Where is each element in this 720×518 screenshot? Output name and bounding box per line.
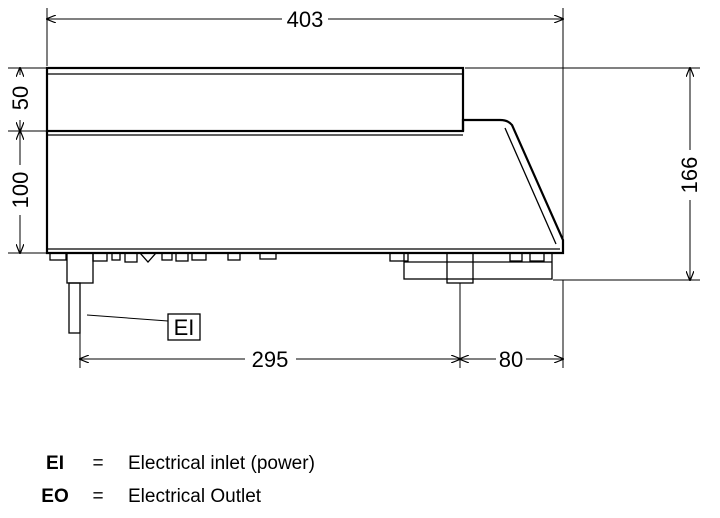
ei-callout-label: EI	[174, 315, 195, 340]
unit-body	[45, 66, 565, 255]
dimension-top-section-height: 50	[8, 68, 46, 131]
dimension-rear-offset: 80	[460, 280, 563, 372]
legend-equals: =	[92, 452, 104, 474]
dimension-inlet-distance: 295	[80, 283, 460, 372]
legend-row-electrical-outlet: EO = Electrical Outlet	[30, 480, 315, 513]
dimension-total-height-label: 166	[677, 157, 702, 194]
dimension-overall-width-label: 403	[287, 7, 324, 32]
dimension-body-height: 100	[8, 131, 46, 253]
dimension-top-section-height-label: 50	[8, 86, 33, 110]
legend-code: EO	[41, 485, 69, 507]
technical-side-view-drawing: EI 403 50 100 166 295	[8, 7, 702, 372]
legend-row-electrical-inlet: EI = Electrical inlet (power)	[30, 447, 315, 480]
legend-description: Electrical inlet (power)	[128, 452, 315, 474]
legend-description: Electrical Outlet	[128, 485, 262, 507]
electrical-inlet-cable	[66, 252, 169, 334]
ei-callout: EI	[167, 313, 201, 341]
dimension-rear-offset-label: 80	[499, 347, 523, 372]
dimension-body-height-label: 100	[8, 172, 33, 209]
underside-components	[49, 252, 553, 284]
dimension-overall-width: 403	[47, 7, 563, 240]
legend-equals: =	[92, 485, 104, 507]
dimension-total-height: 166	[465, 68, 702, 280]
dimension-inlet-distance-label: 295	[252, 347, 289, 372]
legend: EI = Electrical inlet (power) EO = Elect…	[30, 447, 315, 513]
legend-code: EI	[46, 452, 64, 474]
